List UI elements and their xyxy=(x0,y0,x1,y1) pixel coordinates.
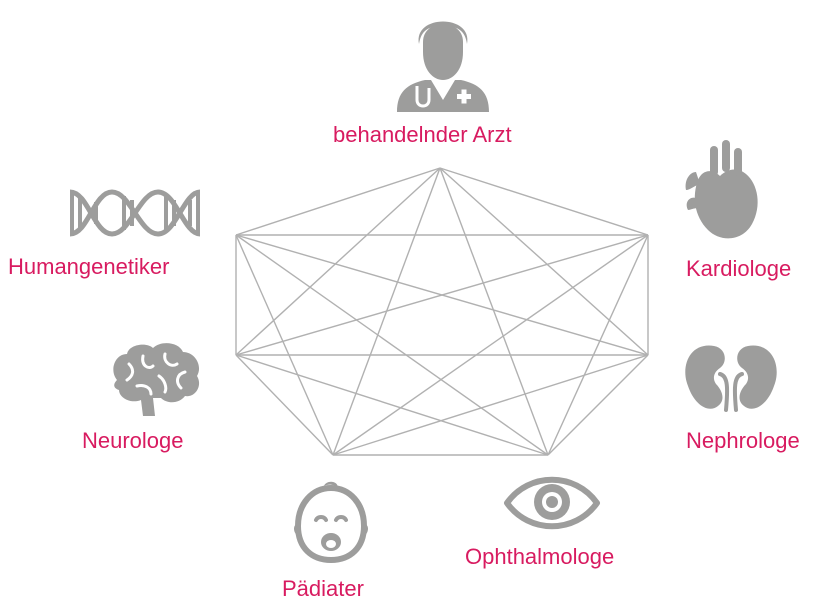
node-label-nephrologe: Nephrologe xyxy=(686,428,800,453)
eye-icon xyxy=(504,476,600,530)
connection-line-arzt-humangenetiker xyxy=(235,167,441,236)
connection-line-nephrologe-paediater xyxy=(332,354,649,456)
connection-line-arzt-nephrologe xyxy=(439,167,649,356)
connection-line-ophthalmologe-humangenetiker xyxy=(235,234,549,456)
node-label-paediater: Pädiater xyxy=(282,576,364,601)
connection-line-paediater-humangenetiker xyxy=(235,234,334,456)
connection-line-kardiologe-ophthalmologe xyxy=(547,234,649,456)
node-label-neurologe: Neurologe xyxy=(82,428,184,453)
node-label-kardiologe: Kardiologe xyxy=(686,256,792,281)
connection-line-arzt-neurologe xyxy=(235,167,441,356)
node-label-arzt: behandelnder Arzt xyxy=(333,122,512,147)
heart-icon xyxy=(685,140,758,239)
connection-line-ophthalmologe-neurologe xyxy=(235,354,549,456)
connection-line-paediater-neurologe xyxy=(235,354,334,456)
node-label-ophthalmologe: Ophthalmologe xyxy=(465,544,615,569)
kidneys-icon xyxy=(685,345,777,412)
connection-line-arzt-ophthalmologe xyxy=(439,167,549,456)
baby-face-icon xyxy=(294,481,368,564)
connection-line-nephrologe-ophthalmologe xyxy=(547,354,649,456)
connection-line-nephrologe-humangenetiker xyxy=(235,234,649,356)
connection-line-kardiologe-paediater xyxy=(332,234,649,456)
dna-icon xyxy=(69,189,201,237)
doctor-icon xyxy=(397,21,489,112)
node-label-humangenetiker: Humangenetiker xyxy=(8,254,170,279)
connection-line-arzt-kardiologe xyxy=(439,167,649,236)
brain-icon xyxy=(113,343,200,416)
